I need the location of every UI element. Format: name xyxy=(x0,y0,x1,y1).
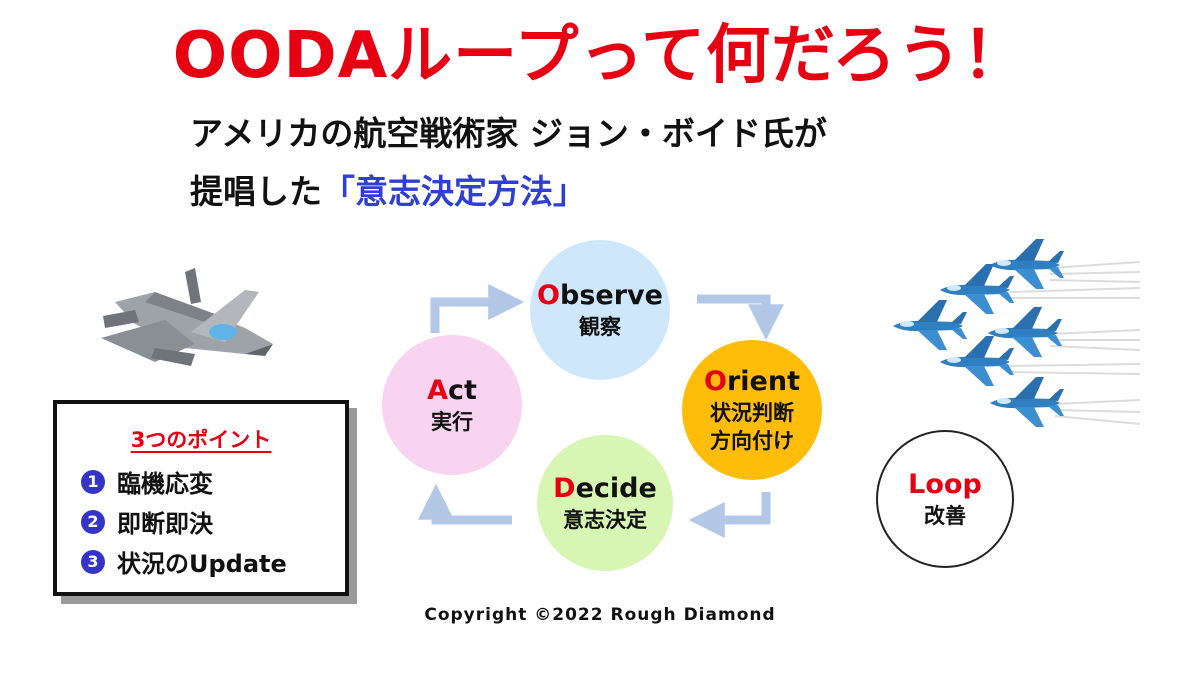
points-title: 3つのポイント xyxy=(130,428,272,452)
fighter-jet-icon xyxy=(940,264,1014,314)
point-label: 状況のUpdate xyxy=(117,550,287,578)
point-label: 臨機応変 xyxy=(117,470,213,498)
cycle-arrow-icon xyxy=(697,294,784,341)
number-badge-icon: 1 xyxy=(81,469,105,494)
subtitle-line-1: アメリカの航空戦術家 ジョン・ボイド氏が xyxy=(190,114,827,153)
loop-jp: 改善 xyxy=(924,504,966,528)
loop-label: Loop xyxy=(908,469,982,500)
point-item: 2 即断即決 xyxy=(81,504,213,539)
cycle-arrows xyxy=(418,284,784,538)
orient-label: Orient xyxy=(704,365,800,399)
loop-node: Loop 改善 xyxy=(876,430,1014,568)
observe-jp: 観察 xyxy=(579,315,621,339)
observe-initial: O xyxy=(537,280,560,311)
decide-label: Decide xyxy=(553,472,657,506)
act-node: Act 実行 xyxy=(382,335,522,475)
orient-jp-2: 方向付け xyxy=(710,429,794,453)
cycle-arrow-icon xyxy=(418,483,512,525)
act-initial: A xyxy=(427,375,448,406)
copyright: Copyright ©2022 Rough Diamond xyxy=(424,605,776,625)
fighter-jet-icon xyxy=(990,377,1064,427)
act-jp: 実行 xyxy=(431,410,473,434)
fighter-jet-icon xyxy=(893,300,967,350)
act-rest: ct xyxy=(447,375,477,406)
fighter-jet-icon xyxy=(101,268,273,366)
point-item: 1 臨機応変 xyxy=(81,464,213,499)
fighter-jet-icon xyxy=(990,239,1064,289)
subtitle-prefix: 提唱した xyxy=(190,172,322,211)
act-label: Act xyxy=(427,374,477,408)
orient-initial: O xyxy=(704,366,727,397)
points-box: 3つのポイント 1 臨機応変 2 即断即決 3 状況のUpdate xyxy=(53,400,349,596)
fighter-jet-icon xyxy=(940,336,1014,386)
smoke-trails xyxy=(1009,261,1141,425)
decide-rest: ecide xyxy=(575,473,657,504)
subtitle-line-2: 提唱した「意志決定方法」 xyxy=(190,170,586,214)
number-badge-icon: 2 xyxy=(81,509,105,534)
number-badge-icon: 3 xyxy=(81,549,105,574)
page-title: OODAループって何だろう！ xyxy=(172,19,1028,93)
decide-node: Decide 意志決定 xyxy=(537,435,673,571)
point-item: 3 状況のUpdate xyxy=(81,544,287,579)
orient-jp-1: 状況判断 xyxy=(710,401,794,425)
cycle-arrow-icon xyxy=(430,284,525,333)
cycle-arrow-icon xyxy=(688,492,771,538)
observe-label: Observe xyxy=(537,279,663,313)
observe-node: Observe 観察 xyxy=(530,240,670,380)
orient-node: Orient 状況判断 方向付け xyxy=(682,340,822,480)
orient-rest: rient xyxy=(726,366,800,397)
subtitle-highlight: 「意志決定方法」 xyxy=(322,172,586,211)
point-label: 即断即決 xyxy=(117,510,213,538)
fighter-jet-icon xyxy=(988,307,1062,357)
decide-jp: 意志決定 xyxy=(563,508,647,532)
decide-initial: D xyxy=(553,473,576,504)
observe-rest: bserve xyxy=(560,280,663,311)
